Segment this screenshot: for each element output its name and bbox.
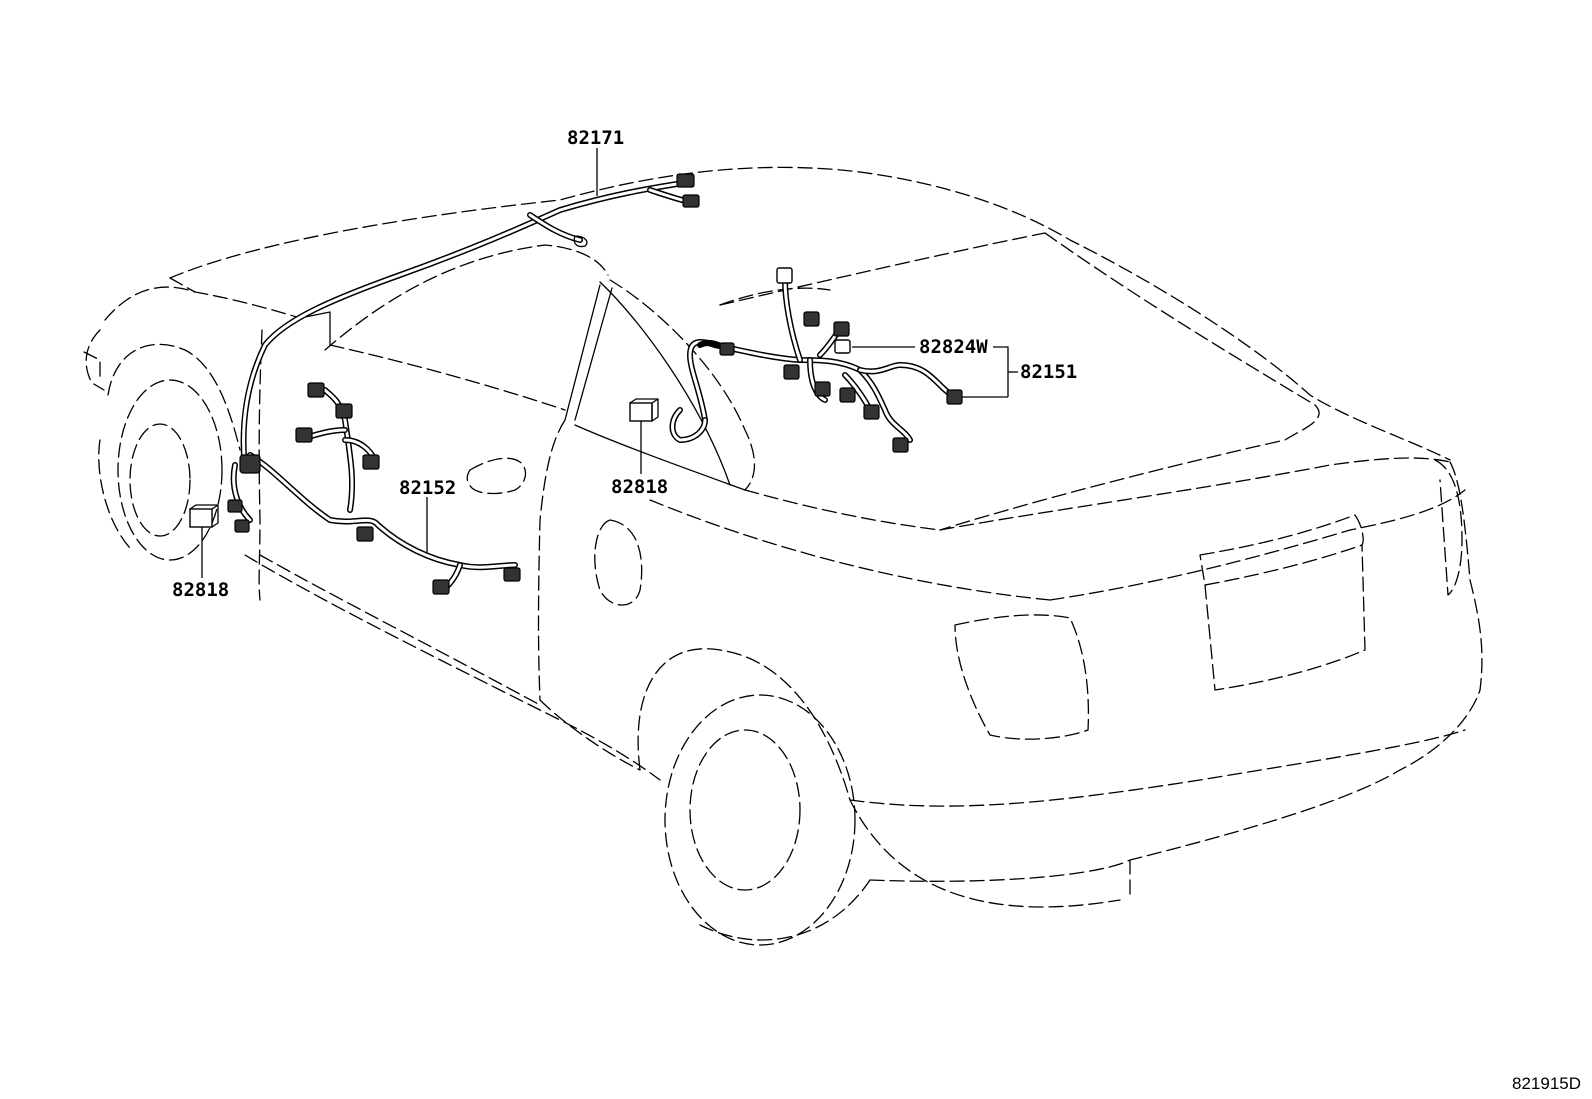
part-label-82151: 82151	[1020, 361, 1077, 383]
connector-block-82818-center	[629, 402, 653, 422]
car-body-outline	[83, 166, 1483, 946]
roof-harness-82171	[240, 173, 700, 473]
connector-block-82818-left	[189, 508, 213, 528]
floor-harness-82151	[669, 267, 963, 453]
part-label-82818-center: 82818	[611, 476, 668, 498]
part-label-82171: 82171	[567, 127, 624, 149]
part-label-82152: 82152	[399, 477, 456, 499]
door-harness-82152	[227, 382, 521, 595]
figure-code: 821915D	[1512, 1074, 1581, 1093]
leader-lines	[201, 148, 1018, 578]
part-label-82824w: 82824W	[919, 336, 988, 358]
part-label-82818-left: 82818	[172, 579, 229, 601]
